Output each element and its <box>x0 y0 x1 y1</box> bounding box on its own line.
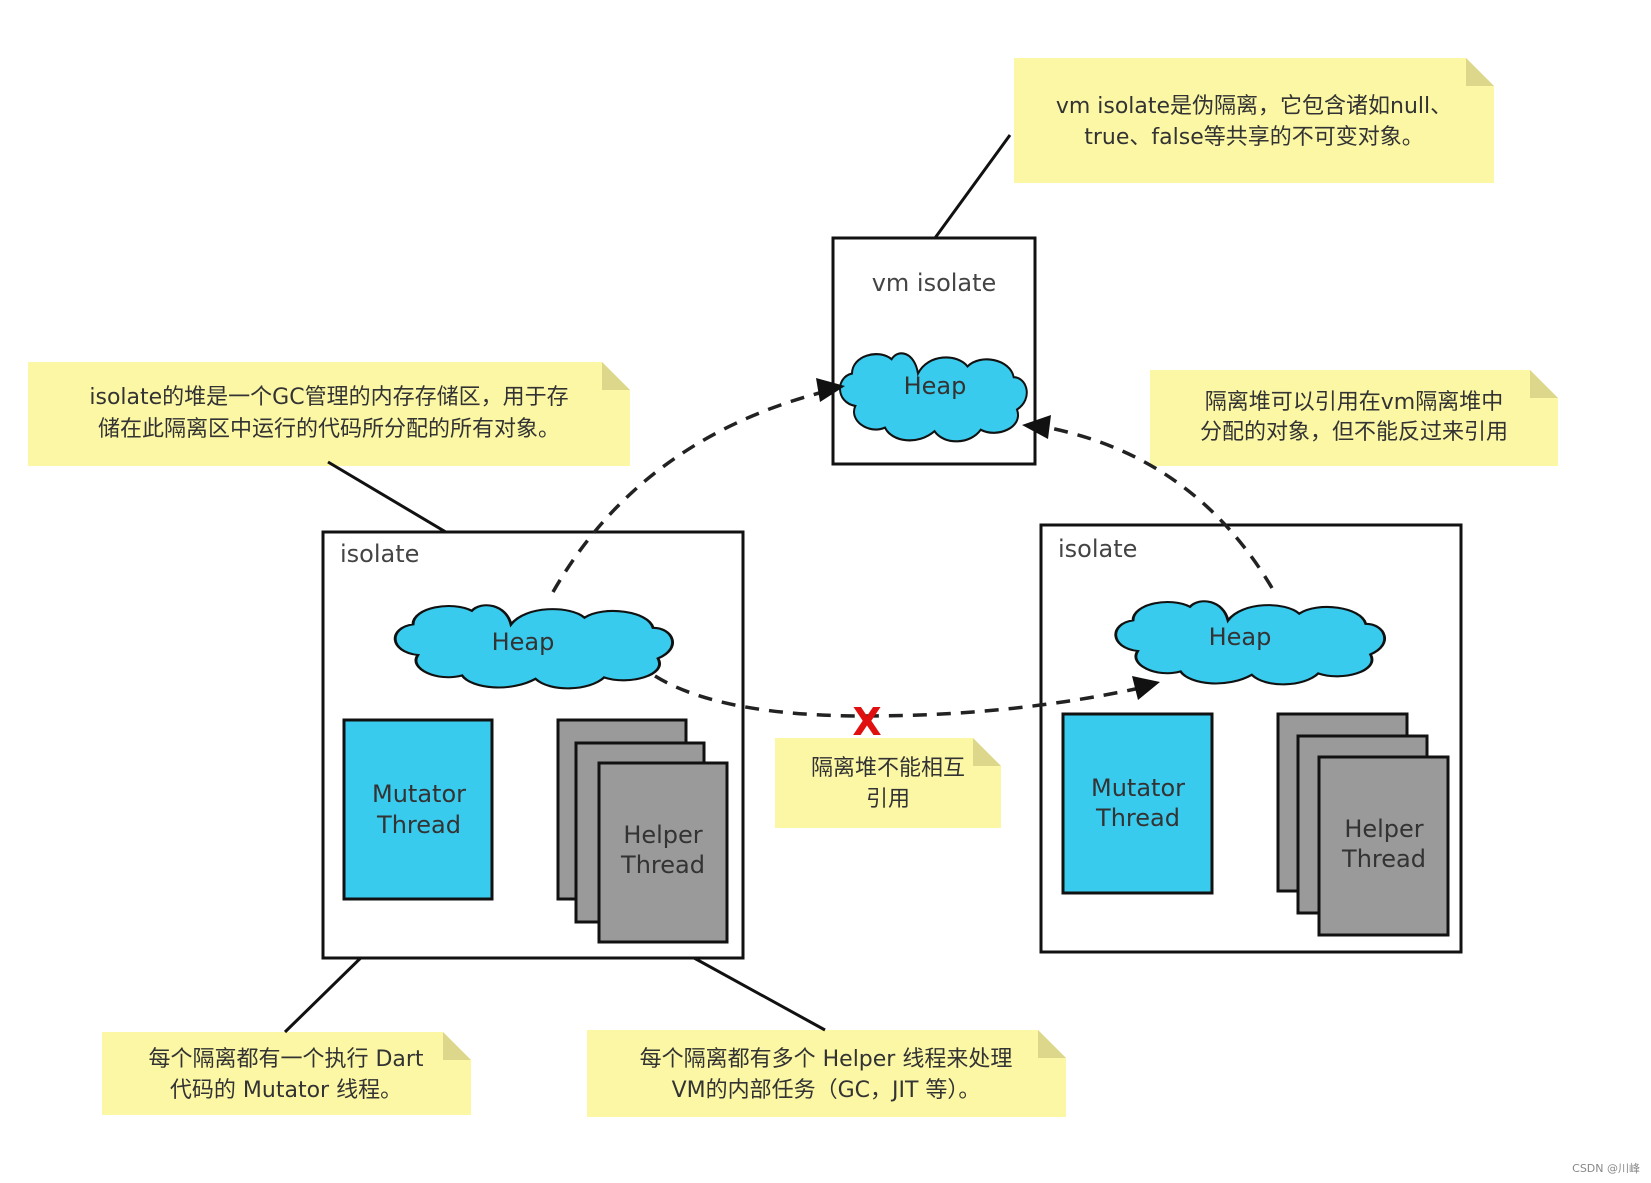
reference-note-line-1: 隔离堆可以引用在vm隔离堆中 <box>1205 390 1503 415</box>
helper-note-line-2: VM的内部任务（GC，JIT 等）。 <box>672 1078 981 1103</box>
cannot-reference-note-line-1: 隔离堆不能相互 <box>811 756 965 781</box>
left-helper-label-2: Thread <box>620 851 705 879</box>
left-mutator-thread <box>342 718 494 901</box>
reference-note: 隔离堆可以引用在vm隔离堆中 分配的对象，但不能反过来引用 <box>1150 370 1558 466</box>
cannot-reference-note-line-2: 引用 <box>866 787 910 812</box>
watermark: CSDN @川峰 <box>1572 1162 1640 1175</box>
isolate-right-label: isolate <box>1058 535 1137 563</box>
mutator-note-line-2: 代码的 Mutator 线程。 <box>170 1078 402 1103</box>
right-mutator-label-2: Thread <box>1095 804 1180 832</box>
left-heap-label: Heap <box>492 628 555 656</box>
vm-isolate-box: vm isolate Heap <box>831 236 1037 466</box>
left-mutator-label-1: Mutator <box>372 780 466 808</box>
left-mutator-label-2: Thread <box>376 811 461 839</box>
isolate-left: isolate Heap Mutator Thread Helper Threa… <box>321 530 745 960</box>
right-mutator-label-1: Mutator <box>1091 774 1185 802</box>
vm-note-connector <box>933 134 1012 239</box>
heap-note-line-2: 储在此隔离区中运行的代码所分配的所有对象。 <box>98 417 560 442</box>
isolate-left-label: isolate <box>340 540 419 568</box>
mutator-note: 每个隔离都有一个执行 Dart 代码的 Mutator 线程。 <box>102 1032 471 1115</box>
left-to-right-arrowhead <box>1132 676 1160 700</box>
heap-note-line-1: isolate的堆是一个GC管理的内存存储区，用于存 <box>89 385 568 410</box>
left-helper-thread-front <box>597 761 729 944</box>
reference-note-line-2: 分配的对象，但不能反过来引用 <box>1200 420 1508 445</box>
right-helper-thread-front <box>1317 755 1450 937</box>
helper-note-line-1: 每个隔离都有多个 Helper 线程来处理 <box>640 1047 1013 1072</box>
vm-isolate-note-line-1: vm isolate是伪隔离，它包含诸如null、 <box>1056 94 1452 119</box>
right-mutator-thread <box>1061 712 1214 895</box>
right-to-vm-heap-arrow <box>1049 426 1274 589</box>
isolate-right: isolate Heap Mutator Thread Helper Threa… <box>1039 523 1463 954</box>
forbidden-x-mark: X <box>852 700 881 744</box>
vm-isolate-label: vm isolate <box>872 269 997 297</box>
helper-note: 每个隔离都有多个 Helper 线程来处理 VM的内部任务（GC，JIT 等）。 <box>587 1030 1066 1117</box>
mutator-note-line-1: 每个隔离都有一个执行 Dart <box>148 1047 423 1072</box>
vm-isolate-note: vm isolate是伪隔离，它包含诸如null、 true、false等共享的… <box>1014 58 1494 183</box>
right-to-vm-arrowhead <box>1022 415 1051 439</box>
vm-heap-label: Heap <box>904 372 967 400</box>
left-to-right-heap-arrow <box>654 674 1141 718</box>
vm-isolate-note-line-2: true、false等共享的不可变对象。 <box>1084 125 1424 150</box>
left-to-vm-arrowhead <box>816 378 845 402</box>
right-heap-label: Heap <box>1209 623 1272 651</box>
right-helper-label-2: Thread <box>1341 845 1426 873</box>
right-helper-label-1: Helper <box>1344 815 1423 843</box>
cannot-reference-note: 隔离堆不能相互 引用 <box>775 738 1001 828</box>
heap-note: isolate的堆是一个GC管理的内存存储区，用于存 储在此隔离区中运行的代码所… <box>28 362 630 466</box>
left-helper-label-1: Helper <box>623 821 702 849</box>
left-to-vm-heap-arrow <box>551 390 824 593</box>
